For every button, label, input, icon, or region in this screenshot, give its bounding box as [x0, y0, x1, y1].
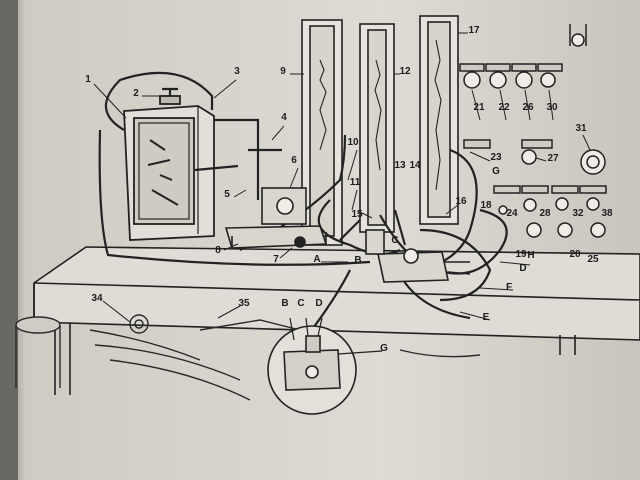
callout-label-7: 8 [215, 245, 221, 256]
callout-label-0: 1 [85, 74, 91, 85]
panel-gauges [459, 24, 607, 238]
valve-manifold [365, 229, 471, 283]
under-bench-machinery [15, 314, 481, 401]
callout-label-34: A [313, 254, 320, 265]
callout-label-40: G [492, 166, 500, 177]
callout-label-13: 14 [409, 160, 421, 171]
manometer-tubes [301, 15, 459, 246]
callout-label-28: 30 [546, 102, 558, 113]
callout-label-45: G [380, 343, 388, 354]
callout-label-39: F [506, 282, 512, 293]
leader-lines [93, 32, 591, 323]
callout-label-20: 21 [473, 102, 485, 113]
callout-label-11: 12 [399, 66, 411, 77]
callout-label-19: 20 [569, 249, 581, 260]
callout-label-23: 24 [506, 208, 518, 219]
callout-label-25: 26 [522, 102, 534, 113]
detail-inset [267, 317, 383, 415]
callout-label-1: 2 [133, 88, 139, 99]
callout-label-6: 7 [273, 254, 279, 265]
callout-label-21: 22 [498, 102, 510, 113]
page-gutter-shadow [0, 0, 18, 480]
callout-label-16: 17 [468, 25, 480, 36]
callout-label-24: 25 [587, 254, 599, 265]
callout-label-8: 9 [280, 66, 286, 77]
callout-label-10: 11 [350, 177, 361, 188]
callout-label-37: D [519, 263, 526, 274]
callout-label-36: C [391, 235, 398, 246]
callout-label-22: 23 [490, 152, 502, 163]
callout-label-35: B [354, 255, 361, 266]
callout-label-26: 27 [547, 153, 559, 164]
callout-label-42: B [281, 298, 288, 309]
callout-label-27: 28 [539, 208, 551, 219]
callout-label-32: 35 [238, 298, 250, 309]
callout-label-43: C [297, 298, 304, 309]
reservoir-tank [123, 87, 215, 241]
callout-label-9: 10 [347, 137, 359, 148]
callout-label-38: E [483, 312, 490, 323]
callout-label-12: 13 [394, 160, 406, 171]
callout-label-15: 16 [455, 196, 467, 207]
callout-label-31: 34 [91, 293, 103, 304]
callout-label-4: 5 [224, 189, 230, 200]
callout-label-17: 18 [480, 200, 492, 211]
callout-label-2: 3 [234, 66, 240, 77]
callout-label-41: H [527, 250, 534, 261]
callout-label-14: 15 [351, 209, 363, 220]
callout-label-18: 19 [515, 249, 527, 260]
callout-label-33: 38 [601, 208, 613, 219]
callout-label-30: 32 [572, 208, 584, 219]
callout-label-29: 31 [575, 123, 587, 134]
callout-label-3: 4 [281, 112, 287, 123]
pump-block [224, 187, 328, 249]
callout-label-5: 6 [291, 155, 297, 166]
callout-label-44: D [315, 298, 322, 309]
